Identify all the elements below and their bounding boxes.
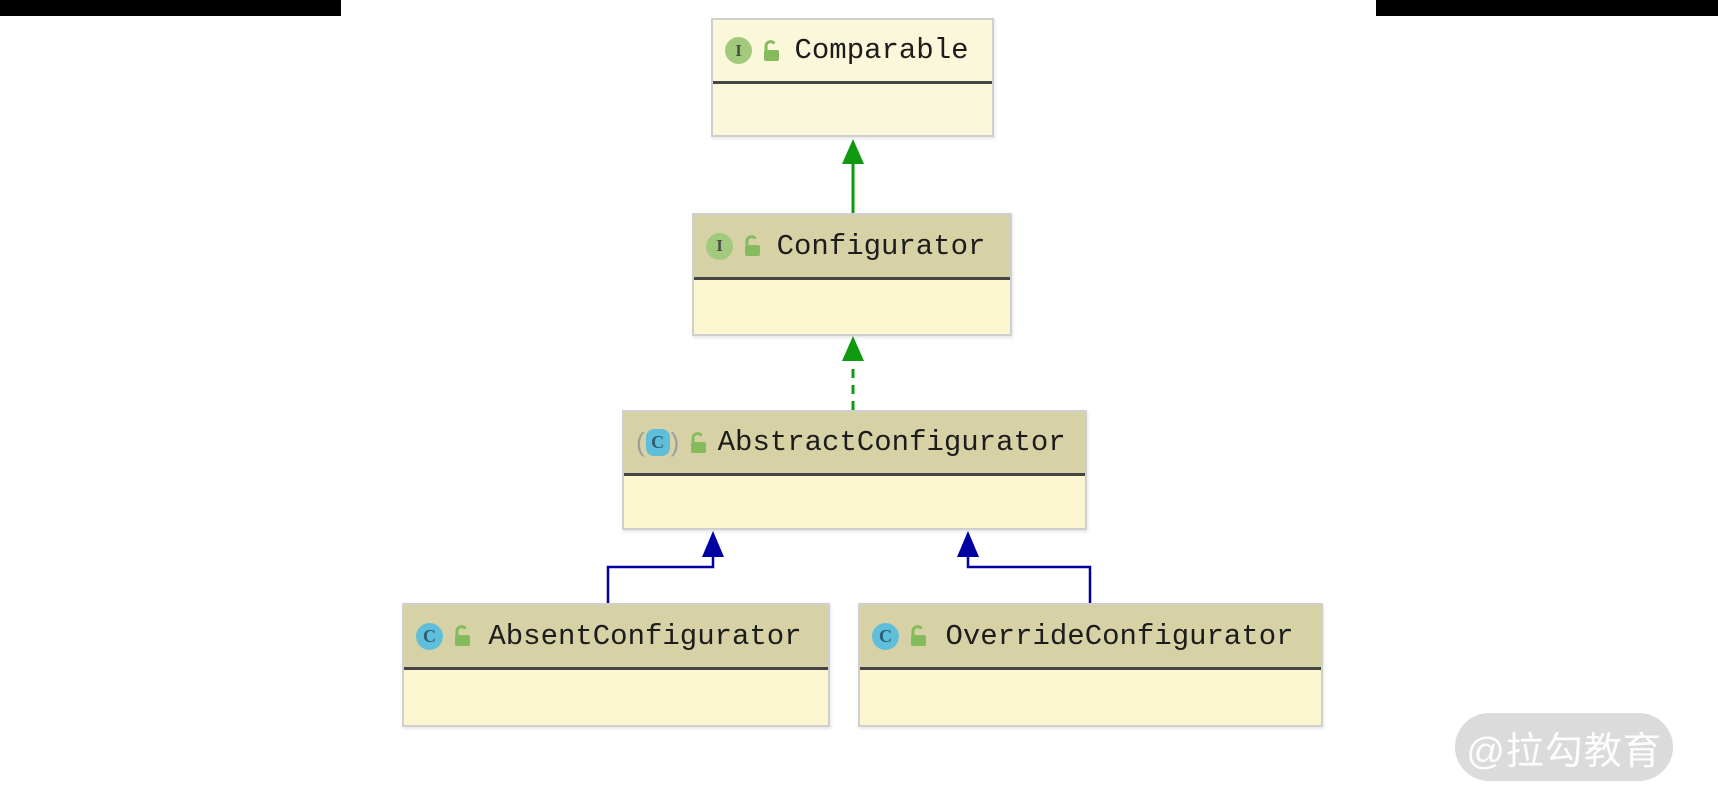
interface-icon: I (706, 232, 733, 260)
interface-icon: I (725, 37, 752, 64)
node-header: (C) AbstractConfigurator (624, 412, 1085, 476)
uml-node-overrideconfigurator[interactable]: C OverrideConfigurator (858, 603, 1323, 727)
watermark-badge: @拉勾教育 (1455, 713, 1673, 781)
unlock-icon (764, 39, 779, 61)
node-title: OverrideConfigurator (945, 619, 1294, 653)
node-body (860, 670, 1321, 725)
unlock-icon (911, 625, 926, 646)
unlock-icon (455, 625, 470, 646)
uml-node-configurator[interactable]: I Configurator (692, 213, 1012, 336)
node-title: Configurator (776, 229, 986, 263)
node-header: I Comparable (713, 20, 992, 84)
class-icon: C (872, 622, 899, 650)
unlock-icon (691, 431, 707, 453)
node-header: I Configurator (694, 215, 1010, 280)
edge-absentconfigurator-extends-abstractconfigurator (606, 531, 724, 603)
node-title: Comparable (794, 34, 969, 67)
node-body (713, 84, 992, 135)
watermark-text: @拉勾教育 (1466, 730, 1662, 773)
top-right-black-bar (1376, 0, 1718, 16)
edge-configurator-extends-comparable (842, 139, 864, 213)
node-body (404, 670, 828, 725)
node-body (694, 280, 1010, 334)
unlock-icon (745, 235, 760, 256)
class-icon: C (416, 622, 443, 650)
edge-overrideconfigurator-extends-abstractconfigurator (957, 531, 1092, 603)
node-body (624, 476, 1085, 528)
edge-abstractconfigurator-implements-configurator (842, 336, 864, 410)
top-left-black-bar (0, 0, 341, 16)
uml-node-abstractconfigurator[interactable]: (C) AbstractConfigurator (622, 410, 1087, 530)
node-title: AbsentConfigurator (488, 619, 802, 653)
uml-node-absentconfigurator[interactable]: C AbsentConfigurator (402, 603, 830, 727)
node-title: AbstractConfigurator (717, 426, 1066, 459)
abstract-class-icon: (C) (636, 427, 680, 457)
node-header: C AbsentConfigurator (404, 605, 828, 670)
node-header: C OverrideConfigurator (860, 605, 1321, 670)
uml-node-comparable[interactable]: I Comparable (711, 18, 994, 137)
